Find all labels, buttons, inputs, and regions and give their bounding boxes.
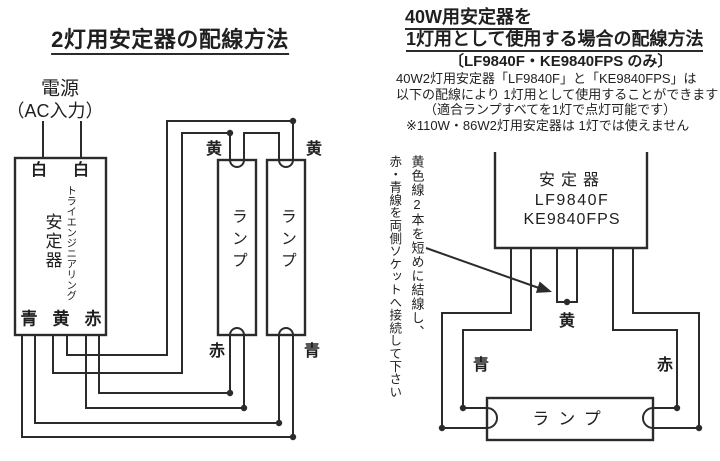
right-wire-label-yellow: 黄: [558, 313, 576, 330]
right-ballast-box: [493, 152, 649, 250]
right-warning-note: ※110W・86W2灯用安定器は 1灯では使えません: [406, 118, 690, 133]
terminal-white-2: 白: [72, 162, 90, 179]
blue-wire-1: [34, 335, 280, 424]
right-description-line1: 40W2灯用安定器「LF9840F」と「KE9840FPS」は: [396, 71, 697, 86]
right-title-line2: 1灯用として使用する場合の配線方法: [406, 30, 704, 52]
blue-wire-inner: [462, 248, 532, 409]
right-junction-dots: [438, 298, 703, 432]
terminal-blue: 青: [20, 309, 38, 329]
terminal-red: 赤: [84, 309, 102, 329]
red-wire-1: [98, 335, 231, 394]
instruction-vertical-2: 赤・青線を両側ソケットへ接続して下さい: [387, 155, 402, 399]
power-label: 電源: [40, 78, 80, 100]
lamp1-box: [216, 158, 258, 337]
left-ballast-box: [13, 156, 108, 337]
yellow-wire-to-lamp2-top: [66, 120, 293, 356]
right-models-note: 〔LF9840F・KE9840FPS のみ〕: [449, 53, 673, 70]
red-wire-inner: [612, 248, 678, 409]
terminal-white-1: 白: [30, 162, 48, 179]
ac-input-wires: [42, 121, 82, 158]
left-title: 2灯用安定器の配線方法: [51, 29, 289, 55]
blue-wire-outer: [441, 248, 512, 429]
instruction-vertical-1: 黄色線2本を短めに結線し、: [409, 155, 425, 339]
right-ballast-label: 安定器: [538, 172, 606, 189]
lamp-socket-arcs: [229, 159, 294, 336]
yellow-shorted-wires: [556, 248, 578, 303]
right-lamp-socket-arcs: [486, 407, 654, 429]
right-wire-label-red: 赤: [656, 357, 674, 374]
lamp2-name: ランプ: [278, 208, 295, 274]
right-description-line3: （適合ランプすべてを1灯で点灯可能です）: [424, 102, 677, 117]
right-description-line2: 以下の配線により 1灯用として使用することができます: [396, 87, 719, 102]
right-ballast-model2: KE9840FPS: [523, 211, 621, 228]
arrow-head-icon: [535, 281, 552, 293]
right-wire-label-blue: 青: [472, 357, 490, 374]
lamp2-bottom-label: 青: [303, 343, 321, 360]
right-lamp-box: [485, 396, 655, 442]
lamp1-name: ランプ: [229, 208, 246, 274]
left-diagram-lines: [13, 117, 307, 441]
arrow-line: [425, 247, 540, 289]
ballast-name-vertical: 安定器: [42, 213, 62, 270]
ballast-brand-vertical: トライエンジニアリング: [65, 185, 78, 301]
ac-input-label: （AC入力）: [6, 101, 104, 121]
right-lamp-name: ランプ: [532, 409, 610, 429]
red-wire-outer: [632, 248, 700, 429]
red-wire-2: [85, 335, 245, 409]
blue-wire-2: [21, 335, 294, 438]
terminal-yellow: 黄: [52, 309, 70, 329]
lamp2-top-label: 黄: [305, 141, 323, 158]
right-diagram-lines: [425, 152, 703, 442]
left-junction-dots: [226, 117, 297, 441]
lamp1-top-label: 黄: [205, 141, 223, 158]
lamp1-bottom-label: 赤: [208, 343, 226, 360]
yellow-wire-to-lamp1-top: [52, 132, 230, 374]
lamp-top-pin-stubs: [229, 121, 294, 160]
lamp2-box: [265, 158, 307, 337]
lamp-bridge-wire: [243, 132, 280, 160]
right-title-line1: 40W用安定器を: [405, 8, 533, 30]
right-ballast-model1: LF9840F: [534, 192, 610, 209]
